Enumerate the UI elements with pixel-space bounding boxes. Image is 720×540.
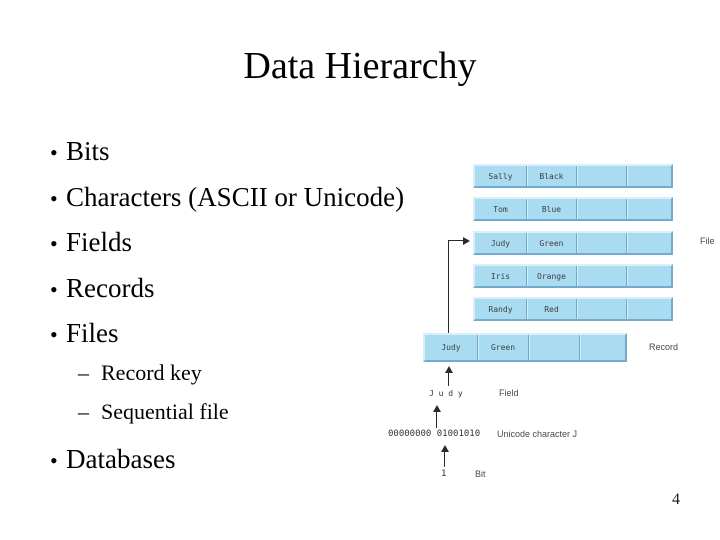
page-number: 4	[672, 491, 680, 508]
field-to-record-arrow	[448, 372, 449, 386]
bullet-label: Files	[66, 318, 119, 348]
empty-cell	[575, 233, 626, 253]
bullet-label: Databases	[66, 444, 176, 474]
character-to-field-arrow	[436, 411, 437, 428]
record-row: Judy Green	[423, 333, 627, 362]
record-label: Record	[649, 342, 679, 352]
empty-cell	[625, 233, 671, 253]
bullet-label: Records	[66, 272, 155, 303]
bullet-label: Fields	[66, 227, 133, 257]
last-name-cell: Red	[525, 299, 576, 319]
bullet-icon: •	[50, 322, 58, 347]
bullet-label: Bits	[66, 136, 110, 166]
empty-cell	[528, 335, 579, 360]
bullet-icon: •	[50, 185, 58, 211]
empty-cell	[575, 299, 626, 319]
first-name-cell: Iris	[490, 271, 511, 281]
list-item: • Bits	[50, 129, 404, 175]
bullet-icon: •	[50, 231, 58, 256]
list-item: • Databases	[50, 437, 175, 483]
table-row: Sally Black	[473, 164, 673, 188]
list-item: • Records	[50, 266, 404, 312]
bit-label: Bit	[475, 469, 486, 479]
last-name-cell: Black	[525, 166, 576, 186]
page-title: Data Hierarchy	[243, 45, 477, 87]
dash-icon: –	[78, 360, 89, 385]
first-name-cell: Judy	[490, 238, 511, 248]
first-name-cell: Judy	[441, 343, 461, 352]
table-row: Tom Blue	[473, 197, 673, 221]
unicode-label: Unicode character J	[497, 429, 578, 439]
table-row: Randy Red	[473, 297, 673, 321]
list-item: – Record key	[78, 353, 229, 392]
last-name-cell: Blue	[525, 199, 576, 219]
first-name-cell: Randy	[488, 304, 513, 314]
sub-bullet-list: – Record key – Sequential file	[78, 353, 229, 431]
bullet-label: Characters (ASCII or Unicode)	[66, 181, 405, 212]
first-name-cell: Sally	[488, 171, 513, 181]
empty-cell	[575, 199, 626, 219]
empty-cell	[625, 266, 671, 286]
table-row: Iris Orange	[473, 264, 673, 288]
field-value: J u d y	[429, 389, 463, 398]
last-name-cell: Green	[525, 233, 576, 253]
empty-cell	[575, 266, 626, 286]
table-row: Judy Green	[473, 231, 673, 255]
bit-to-character-arrow	[444, 451, 445, 467]
record-to-file-arrow	[448, 240, 465, 333]
bullet-icon: •	[50, 140, 58, 165]
list-item: • Characters (ASCII or Unicode)	[50, 175, 404, 221]
list-item: • Files	[50, 311, 404, 357]
sub-bullet-label: Sequential file	[101, 399, 229, 424]
unicode-bits-value: 00000000 01001010	[388, 429, 481, 439]
arrow-right-icon	[463, 237, 470, 245]
first-name-cell: Tom	[493, 204, 508, 214]
dash-icon: –	[78, 399, 89, 424]
bullet-icon: •	[50, 448, 58, 473]
bullet-list: • Bits • Characters (ASCII or Unicode) •…	[50, 129, 404, 357]
arrow-up-icon	[441, 445, 449, 452]
arrow-up-icon	[433, 405, 441, 412]
empty-cell	[625, 299, 671, 319]
field-label: Field	[499, 388, 519, 398]
bullet-list-continued: • Databases	[50, 437, 175, 483]
empty-cell	[625, 166, 671, 186]
bit-value: 1	[441, 469, 447, 479]
last-name-cell: Green	[477, 335, 528, 360]
empty-cell	[625, 199, 671, 219]
list-item: – Sequential file	[78, 392, 229, 431]
file-label: File	[700, 236, 715, 246]
bullet-icon: •	[50, 276, 58, 302]
empty-cell	[579, 335, 625, 360]
empty-cell	[575, 166, 626, 186]
arrow-up-icon	[445, 366, 453, 373]
sub-bullet-label: Record key	[101, 360, 202, 385]
last-name-cell: Orange	[525, 266, 576, 286]
list-item: • Fields	[50, 220, 404, 266]
